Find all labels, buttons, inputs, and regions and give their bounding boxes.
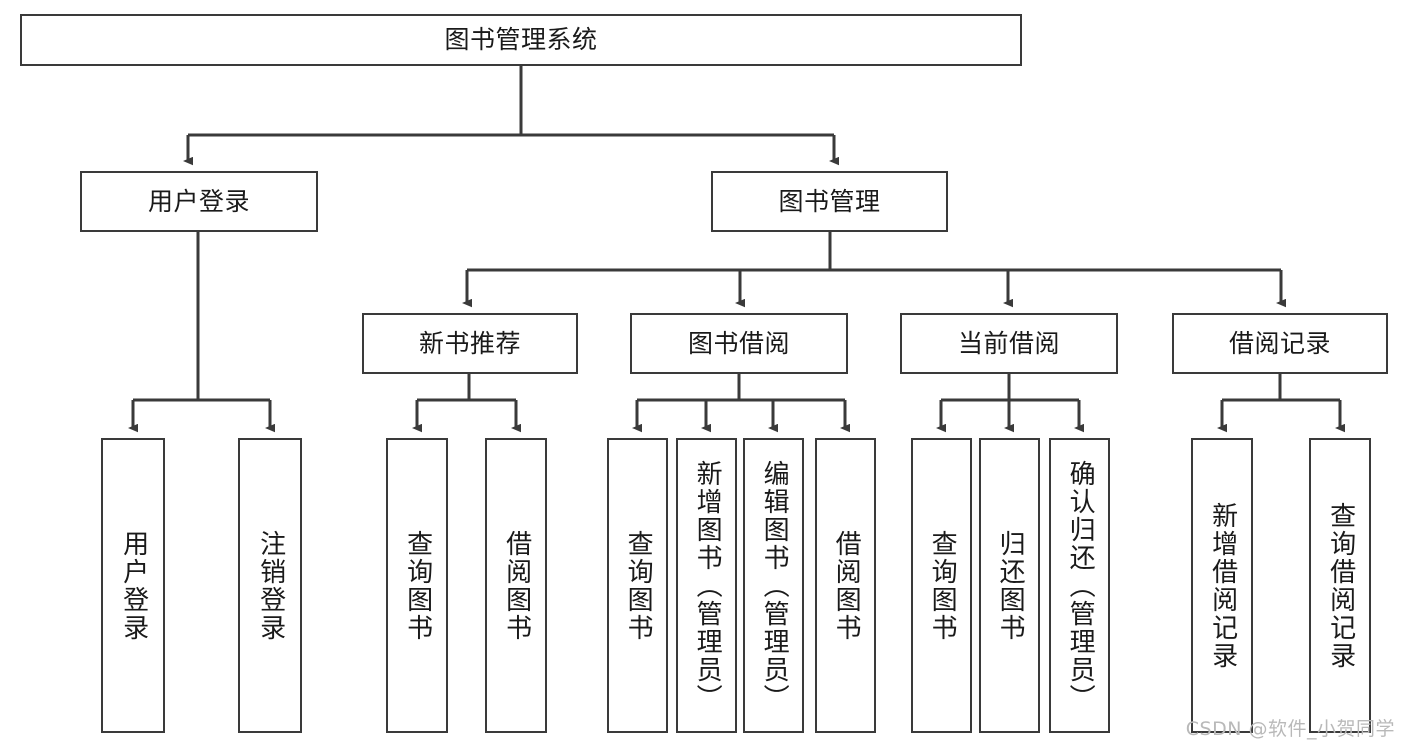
leaf-user-login[interactable]: 用户登录 — [101, 438, 165, 733]
node-label: 编辑图书（管理员） — [759, 459, 790, 712]
node-label: 查询图书 — [623, 529, 654, 642]
node-label: 查询借阅记录 — [1325, 501, 1356, 670]
leaf-borrow-query-book[interactable]: 查询图书 — [607, 438, 668, 733]
leaf-new-book-borrow[interactable]: 借阅图书 — [485, 438, 547, 733]
node-label: 注销登录 — [255, 529, 286, 642]
node-label: 查询图书 — [927, 529, 958, 642]
leaf-borrow-borrow-book[interactable]: 借阅图书 — [815, 438, 876, 733]
node-user-login[interactable]: 用户登录 — [80, 171, 318, 232]
node-label: 用户登录 — [118, 529, 149, 642]
node-root-system[interactable]: 图书管理系统 — [20, 14, 1022, 66]
node-label: 图书借阅 — [687, 328, 790, 358]
node-label: 新增图书（管理员） — [692, 459, 723, 712]
leaf-borrow-edit-book-admin[interactable]: 编辑图书（管理员） — [743, 438, 804, 733]
node-label: 图书管理系统 — [444, 25, 598, 54]
csdn-watermark: CSDN @软件_小贺同学 — [1185, 718, 1395, 740]
node-current-borrow[interactable]: 当前借阅 — [900, 313, 1118, 374]
leaf-logout-login[interactable]: 注销登录 — [238, 438, 302, 733]
node-label: 用户登录 — [147, 186, 250, 216]
node-label: 借阅图书 — [831, 529, 862, 642]
leaf-new-book-query[interactable]: 查询图书 — [386, 438, 448, 733]
node-new-book-recommend[interactable]: 新书推荐 — [362, 313, 578, 374]
node-label: 图书管理 — [778, 186, 881, 216]
leaf-current-query-book[interactable]: 查询图书 — [911, 438, 972, 733]
leaf-record-add-borrow-record[interactable]: 新增借阅记录 — [1191, 438, 1253, 733]
node-label: 归还图书 — [995, 529, 1026, 642]
node-label: 借阅图书 — [501, 529, 532, 642]
leaf-current-confirm-return-admin[interactable]: 确认归还（管理员） — [1049, 438, 1110, 733]
leaf-current-return-book[interactable]: 归还图书 — [979, 438, 1040, 733]
node-label: 借阅记录 — [1228, 328, 1331, 358]
leaf-record-query-borrow-record[interactable]: 查询借阅记录 — [1309, 438, 1371, 733]
leaf-borrow-add-book-admin[interactable]: 新增图书（管理员） — [676, 438, 737, 733]
node-label: 确认归还（管理员） — [1065, 459, 1096, 712]
node-label: 查询图书 — [402, 529, 433, 642]
node-label: 新书推荐 — [418, 328, 521, 358]
node-book-borrow[interactable]: 图书借阅 — [630, 313, 848, 374]
node-borrow-record[interactable]: 借阅记录 — [1172, 313, 1388, 374]
node-book-management[interactable]: 图书管理 — [711, 171, 948, 232]
node-label: 当前借阅 — [957, 328, 1060, 358]
node-label: 新增借阅记录 — [1207, 501, 1238, 670]
